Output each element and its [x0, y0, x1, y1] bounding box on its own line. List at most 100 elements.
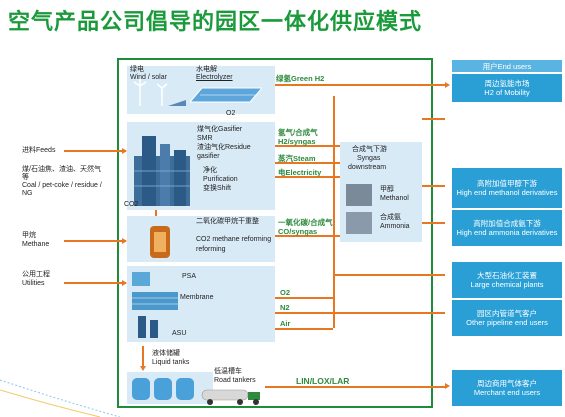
end-user-merchant: 周边商用气体客户 Merchant end users — [452, 370, 562, 406]
h2-syngas-cn-label: 氢气/合成气 — [278, 128, 318, 137]
input-feeds: 进料Feeds — [22, 147, 56, 154]
end-user-en: Large chemical plants — [470, 280, 544, 289]
industrial-park-frame — [117, 58, 433, 408]
flow-steam-line — [275, 162, 340, 164]
lin-lox-lar-label: LIN/LOX/LAR — [296, 376, 350, 386]
end-user-cn: 高附加值甲醇下游 — [477, 179, 537, 188]
steam-label: 蒸汽Steam — [278, 154, 316, 163]
end-user-cn: 园区内管道气客户 — [477, 309, 537, 318]
input-utilities-en: Utilities — [22, 280, 45, 287]
liquid-tanks-en-label: Liquid tanks — [152, 359, 190, 366]
road-tanker-cn-label: 低温槽车 — [214, 368, 242, 375]
co2-label: CO2 — [124, 201, 139, 208]
flow-co2-line — [155, 210, 157, 216]
electrolyzer-icon — [190, 87, 262, 103]
road-tanker-icon — [201, 389, 260, 405]
input-utilities-cn: 公用工程 — [22, 271, 50, 278]
co2-reforming-en-label: CO2 methane reforming — [196, 236, 272, 243]
ammonia-cn-label: 合成氨 — [380, 214, 401, 221]
flow-electricity-line — [275, 176, 340, 178]
co-syngas-en-label: CO/syngas — [278, 227, 318, 236]
end-user-cn: 高附加值合成氨下游 — [473, 219, 541, 228]
purification-en-label: Purification — [203, 176, 238, 183]
flow-o2-line — [275, 297, 333, 299]
wind-solar-icon — [133, 79, 186, 106]
end-user-en: H2 of Mobility — [484, 88, 530, 97]
input-methane-cn: 甲烷 — [22, 232, 36, 239]
end-users-header: 用户End users — [452, 60, 562, 72]
end-user-cn: 周边商用气体客户 — [477, 379, 537, 388]
reformer-icon — [150, 226, 170, 258]
end-user-chemical-plants: 大型石油化工装置 Large chemical plants — [452, 262, 562, 298]
syngas-title-en2: downstream — [348, 164, 387, 171]
syngas-title-en1: Syngas — [357, 155, 381, 162]
gasifier-cn-label: 煤气化Gasifier — [197, 126, 243, 133]
end-user-en: Other pipeline end users — [466, 318, 548, 327]
methanol-en-label: Methanol — [380, 195, 409, 202]
page-title: 空气产品公司倡导的园区一体化供应模式 — [8, 10, 423, 35]
end-user-en: High end methanol derivatives — [456, 188, 558, 197]
asu-label: ASU — [172, 330, 187, 337]
flow-methanol-line — [422, 185, 445, 187]
flow-liquid-down-line — [142, 346, 144, 368]
feed-line — [64, 150, 126, 152]
electricity-label: 电Electricity — [278, 168, 322, 177]
smr-label: SMR — [197, 135, 213, 142]
psa-label: PSA — [182, 273, 197, 280]
arrow-right-icon — [445, 82, 450, 88]
electrolyzer-cn-label: 水电解 — [196, 66, 217, 73]
ammonia-en-label: Ammonia — [380, 223, 410, 230]
flow-ammonia-line — [422, 222, 445, 224]
wind-cn-label: 绿电 — [130, 66, 144, 73]
liquid-tank-icon — [132, 378, 194, 400]
co-syngas-cn-label: 一氧化碳/合成气 — [278, 218, 333, 227]
methanol-cn-label: 甲醇 — [380, 186, 394, 193]
flow-air-line — [275, 328, 333, 330]
co2-reforming-cn-label: 二氧化碳甲烷干重整 — [196, 218, 259, 225]
input-methane-en: Methane — [22, 241, 50, 248]
arrow-down-icon — [140, 366, 146, 371]
liquid-tanks-cn-label: 液体储罐 — [152, 350, 180, 357]
input-coal-cn: 煤/石油焦、渣油、天然气等 — [22, 166, 101, 181]
wind-en-label: Wind / solar — [130, 74, 167, 81]
utilities-line — [64, 282, 126, 284]
road-tanker-en-label: Road tankers — [214, 377, 256, 384]
arrow-right-icon — [445, 383, 450, 389]
purification-cn-label: 净化 — [203, 167, 217, 174]
methanol-ammonia-plant-icon — [346, 184, 372, 234]
shift-label: 变换Shift — [203, 185, 232, 192]
flow-co-syngas-line — [275, 235, 340, 237]
end-user-en: High end ammonia derivatives — [456, 228, 558, 237]
end-user-h2-mobility: 周边氢能市场 H2 of Mobility — [452, 74, 562, 102]
syngas-title-cn: 合成气下游 — [352, 146, 387, 153]
input-coal-en: Coal / pet-coke / residue / NG — [22, 182, 102, 197]
flow-h2-mobility-line — [422, 118, 445, 120]
air-label: Air — [280, 319, 291, 328]
gasifier-plant-icon — [134, 136, 190, 206]
arrow-right-icon — [122, 238, 127, 244]
flow-syngas-line — [275, 145, 340, 147]
membrane-label: Membrane — [180, 294, 214, 301]
electrolyzer-en-label: Electrolyzer — [196, 74, 233, 81]
n2-label: N2 — [280, 303, 290, 312]
flow-lin-line — [265, 386, 445, 388]
arrow-right-icon — [122, 280, 127, 286]
end-user-cn: 大型石油化工装置 — [477, 271, 537, 280]
h2-syngas-en-label: H2/syngas — [278, 137, 316, 146]
green-h2-label: 绿氢Green H2 — [276, 74, 325, 83]
end-user-methanol: 高附加值甲醇下游 High end methanol derivatives — [452, 168, 562, 208]
end-user-cn: 周边氢能市场 — [484, 79, 530, 88]
asu-plant-icon — [132, 272, 178, 338]
residue-cn-label: 渣油气化Residue — [197, 144, 251, 151]
reforming-label: reforming — [196, 246, 226, 253]
flow-n2-line — [275, 312, 445, 314]
decorative-swoosh — [0, 379, 120, 417]
end-user-en: Merchant end users — [473, 388, 541, 397]
end-user-pipeline: 园区内管道气客户 Other pipeline end users — [452, 300, 562, 336]
arrow-right-icon — [122, 148, 127, 154]
end-user-ammonia: 高附加值合成氨下游 High end ammonia derivatives — [452, 210, 562, 246]
flow-green-h2-line — [275, 84, 445, 86]
gasifier-en-label: gasifier — [197, 153, 220, 160]
flow-chemical-line — [333, 274, 445, 276]
o2-label: O2 — [280, 288, 291, 297]
